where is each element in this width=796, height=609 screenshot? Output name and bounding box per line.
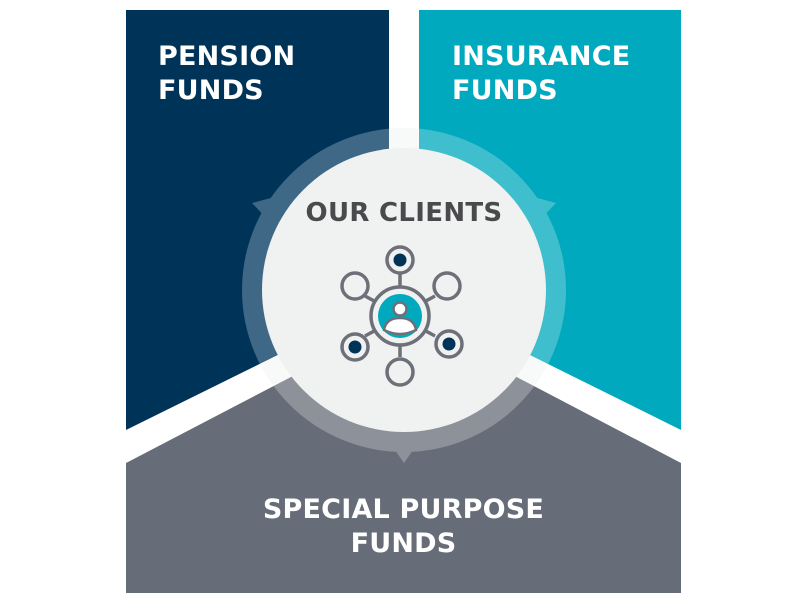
insurance-funds-line2: FUNDS xyxy=(452,75,558,106)
special-purpose-funds-line2: FUNDS xyxy=(350,528,457,559)
pension-funds-line2: FUNDS xyxy=(158,75,264,106)
special-purpose-funds-label: SPECIAL PURPOSE FUNDS xyxy=(126,493,681,561)
our-clients-title: OUR CLIENTS xyxy=(305,198,503,228)
insurance-funds-line1: INSURANCE xyxy=(452,41,631,72)
pension-funds-label: PENSION FUNDS xyxy=(158,40,295,108)
network-person-icon xyxy=(340,245,464,387)
insurance-funds-label: INSURANCE FUNDS xyxy=(452,40,630,108)
pension-funds-line1: PENSION xyxy=(158,41,296,72)
special-purpose-funds-line1: SPECIAL PURPOSE xyxy=(262,494,545,525)
